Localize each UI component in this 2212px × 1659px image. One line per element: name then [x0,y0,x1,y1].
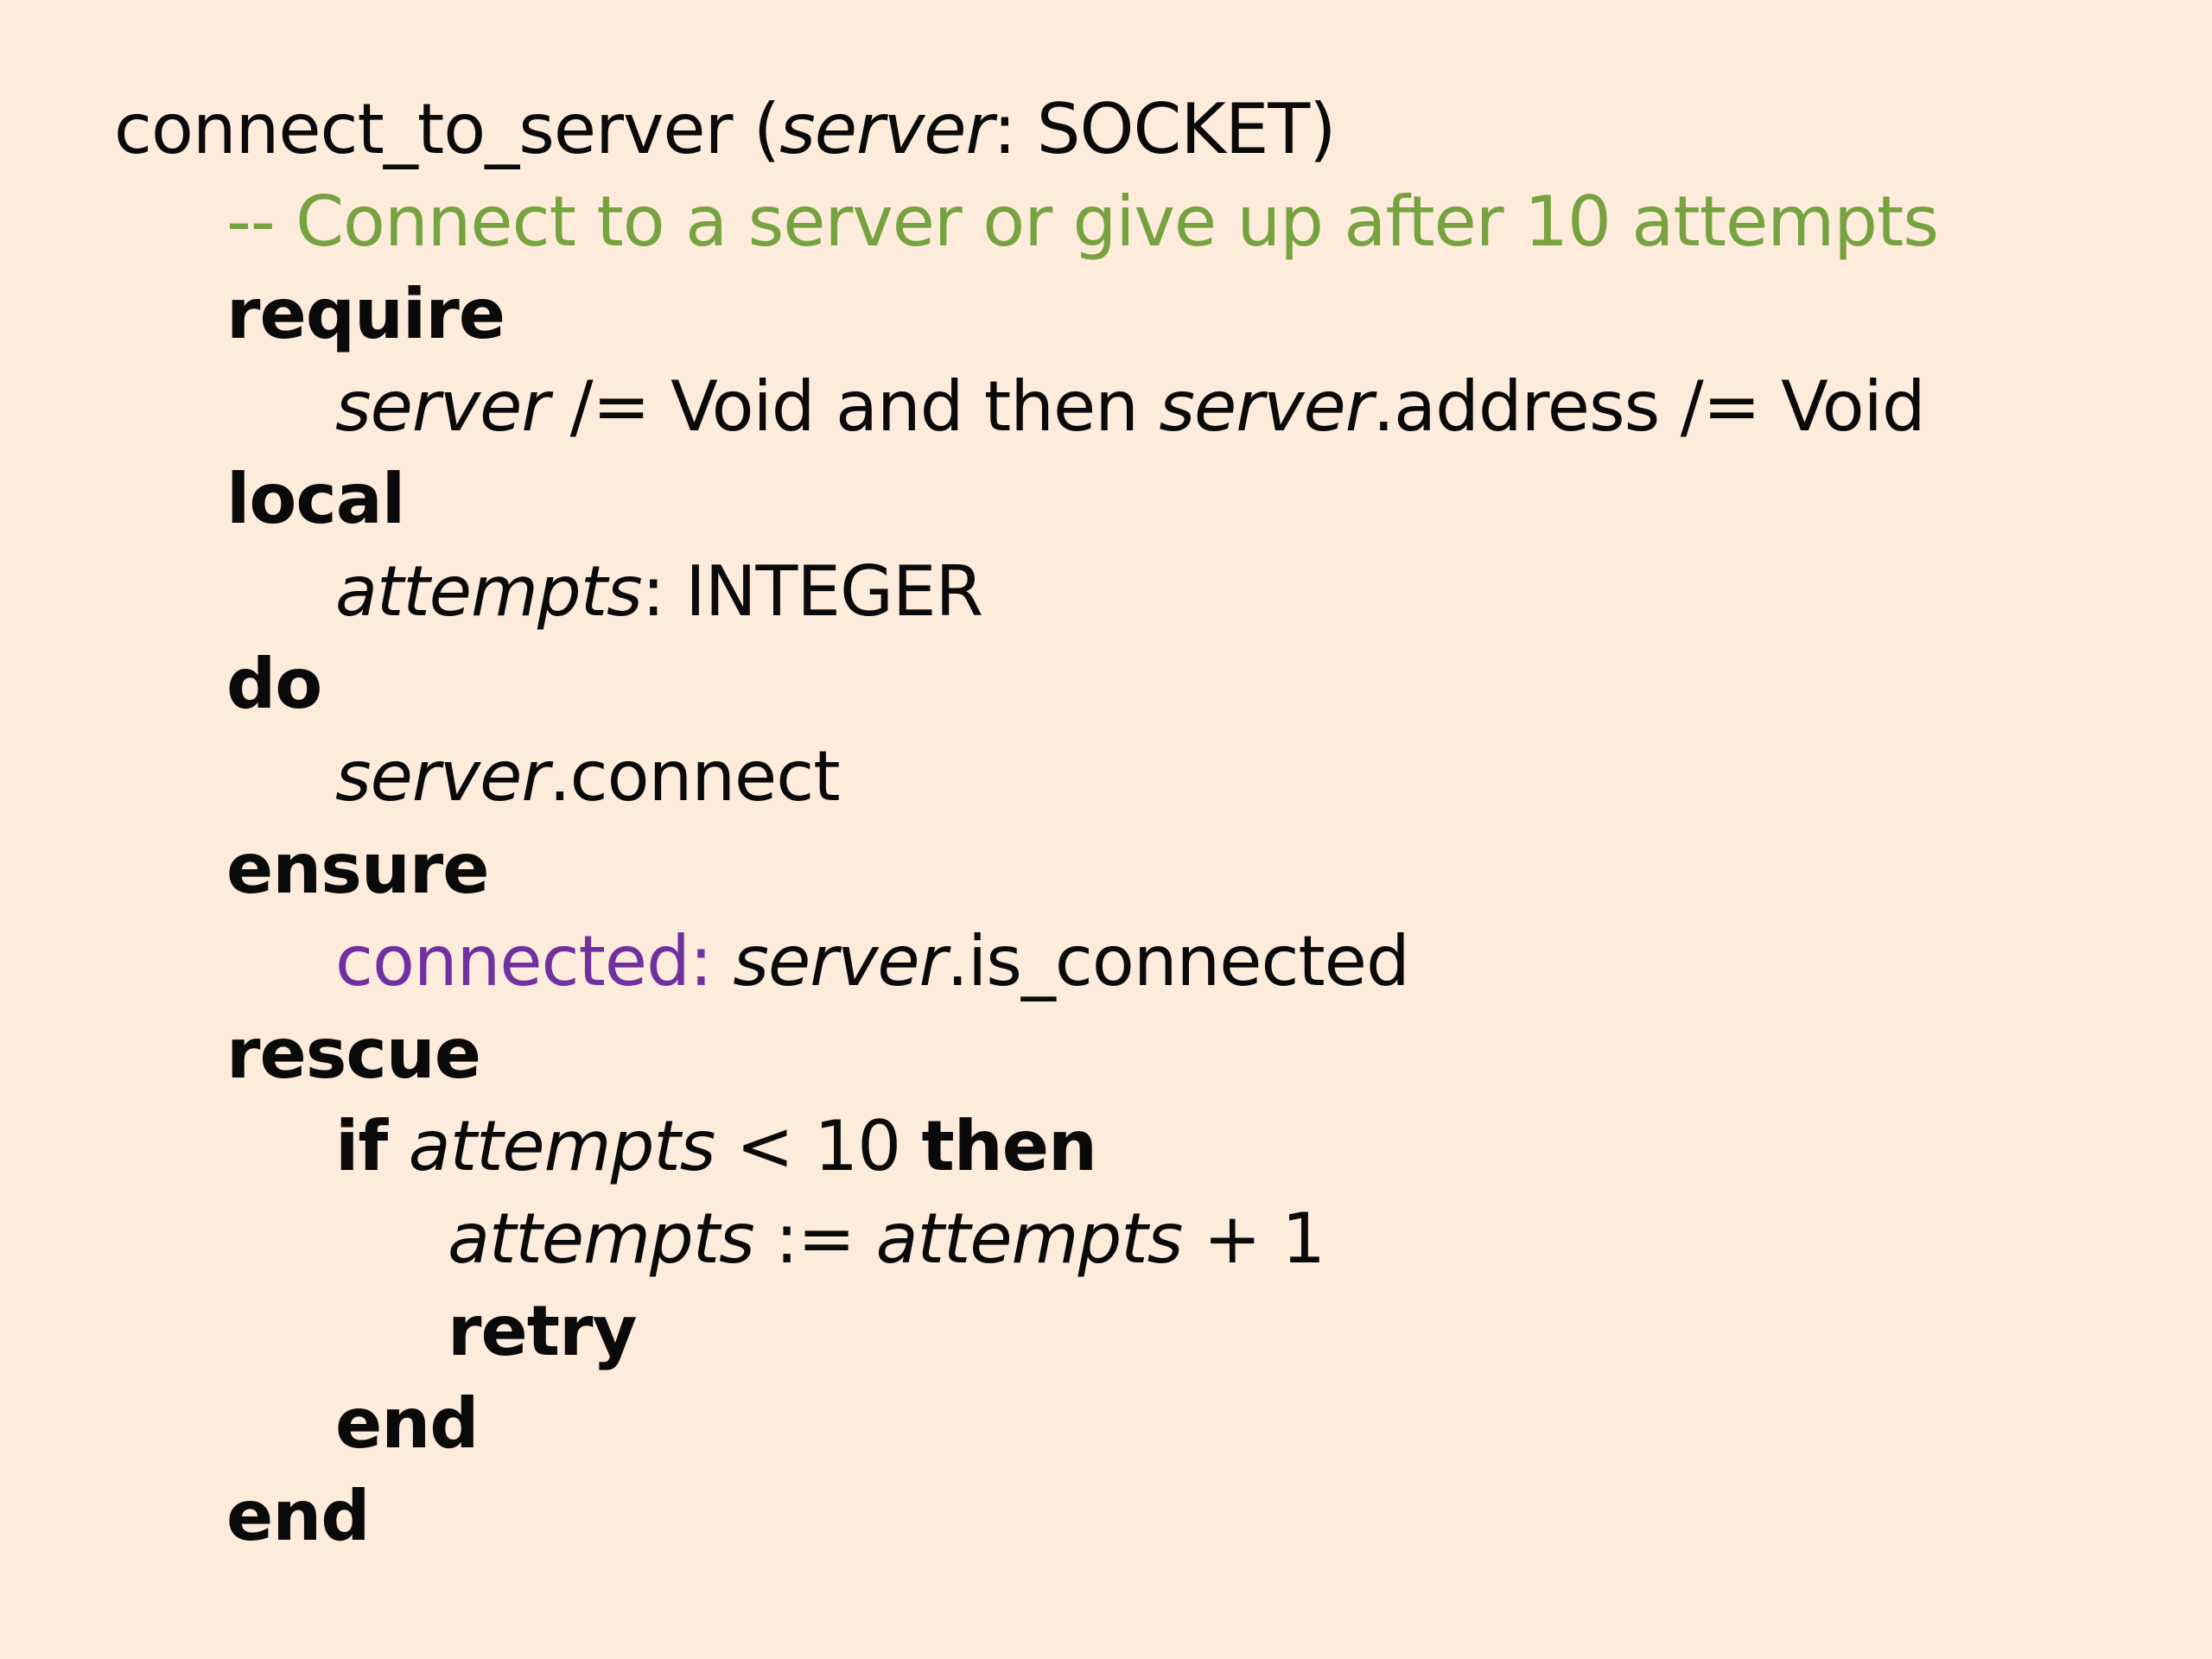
keyword-local: local [226,459,405,539]
declaration-type: : INTEGER [641,551,983,632]
code-line-precondition: server /= Void and then server.address /… [335,360,1926,453]
attempts-ref: attempts [408,1106,716,1186]
attempts-ref: attempts [875,1198,1184,1279]
feature-name: connect_to_server ( [114,89,780,169]
keyword-do: do [226,644,322,724]
connect-call: .connect [549,736,840,817]
assertion-tag: connected: [335,921,734,1001]
attempts-ref: attempts [335,551,643,632]
space [387,1106,408,1186]
precondition-text: /= Void and then [549,366,1160,447]
code-line-connect: server.connect [335,730,841,823]
server-ref: server [733,921,947,1001]
argument-type: : SOCKET) [993,89,1336,169]
increment-text: + 1 [1182,1198,1325,1279]
code-line-postcondition: connected: server.is_connected [335,915,1410,1007]
keyword-end: end [226,1476,370,1556]
assign-operator: := [753,1198,876,1279]
code-line-signature: connect_to_server (server: SOCKET) [114,83,1336,175]
server-ref: server [335,366,550,447]
code-line-if: if attempts < 10 then [335,1100,1097,1192]
code-line-increment: attempts := attempts + 1 [448,1192,1325,1285]
code-line-do: do [226,638,322,730]
keyword-rescue: rescue [226,1014,481,1094]
header-comment: -- Connect to a server or give up after … [226,181,1939,262]
code-line-require: require [226,268,505,360]
code-line-local: local [226,453,405,545]
keyword-if: if [335,1106,388,1186]
keyword-then: then [921,1106,1097,1186]
keyword-require: require [226,274,505,354]
code-line-end-feature: end [226,1470,370,1562]
precondition-text: .address /= Void [1372,366,1926,447]
condition-text: < 10 [715,1106,922,1186]
server-ref: server [335,736,550,817]
code-line-retry: retry [448,1285,638,1377]
keyword-end: end [335,1383,479,1464]
keyword-ensure: ensure [226,829,489,909]
code-line-end-if: end [335,1377,479,1470]
attempts-ref: attempts [448,1198,755,1279]
code-line-ensure: ensure [226,823,489,915]
argument-name: server [779,89,994,169]
keyword-retry: retry [448,1291,638,1371]
code-line-local-declaration: attempts: INTEGER [335,545,983,638]
postcondition-text: .is_connected [946,921,1410,1001]
code-line-rescue: rescue [226,1007,481,1100]
server-ref: server [1159,366,1373,447]
code-line-comment: -- Connect to a server or give up after … [226,175,1939,268]
